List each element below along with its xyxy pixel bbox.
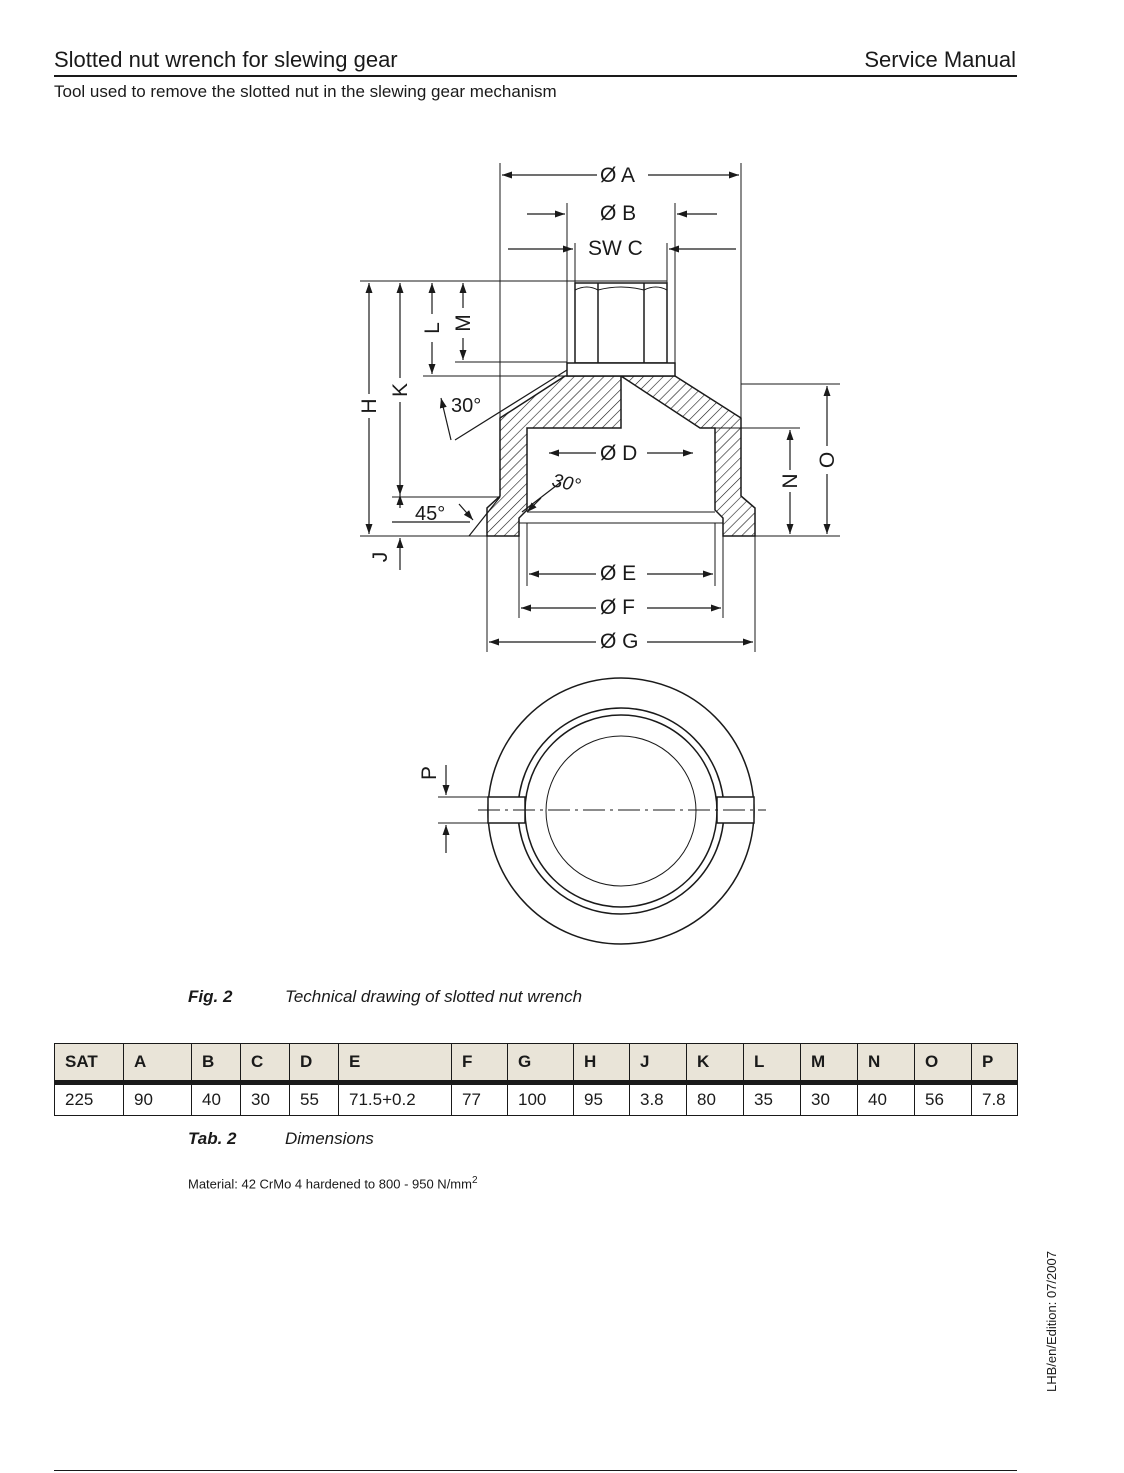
column-header: C bbox=[240, 1043, 290, 1085]
label-dim-J: J bbox=[369, 552, 392, 563]
column-header: L bbox=[743, 1043, 801, 1085]
table-cell: 56 bbox=[914, 1082, 972, 1116]
column-header: B bbox=[191, 1043, 241, 1085]
edition-note: LHB/en/Edition: 07/2007 bbox=[1044, 1251, 1059, 1392]
table-cell: 77 bbox=[451, 1082, 508, 1116]
label-dim-H: H bbox=[358, 398, 381, 413]
column-header: O bbox=[914, 1043, 972, 1085]
column-header: E bbox=[338, 1043, 452, 1085]
label-dim-B: Ø B bbox=[600, 202, 636, 225]
technical-drawing: Ø A Ø B SW C Ø D Ø E Ø F Ø G H K L M J N… bbox=[358, 163, 840, 945]
figure-label: Fig. 2 bbox=[188, 987, 233, 1006]
column-header: H bbox=[573, 1043, 630, 1085]
table-cell: 55 bbox=[289, 1082, 339, 1116]
column-header: A bbox=[123, 1043, 192, 1085]
label-dim-C: SW C bbox=[588, 237, 643, 260]
table-cell: 100 bbox=[507, 1082, 574, 1116]
column-header: SAT bbox=[54, 1043, 124, 1085]
label-dim-N: N bbox=[779, 473, 802, 488]
label-dim-A: Ø A bbox=[600, 164, 635, 187]
column-header: F bbox=[451, 1043, 508, 1085]
inner-bore bbox=[545, 735, 697, 887]
label-dim-M: M bbox=[452, 314, 475, 332]
table-cell: 90 bbox=[123, 1082, 192, 1116]
label-angle-45: 45° bbox=[415, 503, 445, 525]
table-cell: 30 bbox=[800, 1082, 858, 1116]
table-cell: 95 bbox=[573, 1082, 630, 1116]
extension-lines bbox=[360, 163, 840, 652]
table-row: 225 90 40 30 55 71.5+0.2 77 100 95 3.8 8… bbox=[54, 1082, 1018, 1116]
manual-name: Service Manual bbox=[864, 47, 1016, 72]
collar bbox=[566, 362, 676, 377]
dimension-lines bbox=[365, 171, 831, 646]
table-cell: 225 bbox=[54, 1082, 124, 1116]
label-angle-30-inner: 30° bbox=[550, 470, 583, 497]
table-header-row: SAT A B C D E F G H J K L M N O P bbox=[54, 1043, 1018, 1085]
footer-rule bbox=[54, 1470, 1017, 1471]
dimensions-table: SAT A B C D E F G H J K L M N O P 225 90… bbox=[54, 1043, 1018, 1116]
column-header: D bbox=[289, 1043, 339, 1085]
figure-caption: Technical drawing of slotted nut wrench bbox=[285, 987, 583, 1006]
hatched-section-right bbox=[618, 375, 756, 537]
column-header: P bbox=[971, 1043, 1018, 1085]
column-header: M bbox=[800, 1043, 858, 1085]
label-dim-O: O bbox=[816, 452, 839, 468]
label-dim-K: K bbox=[389, 383, 412, 397]
label-angle-30-outer: 30° bbox=[451, 395, 481, 417]
header-rule bbox=[54, 75, 1017, 77]
top-view bbox=[438, 677, 766, 945]
material-superscript: 2 bbox=[471, 1175, 478, 1186]
document-subtitle: Tool used to remove the slotted nut in t… bbox=[54, 82, 557, 101]
label-dim-G: Ø G bbox=[600, 630, 639, 653]
label-dim-P: P bbox=[418, 766, 441, 780]
material-note: Material: 42 CrMo 4 hardened to 800 - 95… bbox=[188, 1175, 478, 1191]
hatched-section-left bbox=[486, 375, 622, 537]
wrench-section bbox=[486, 282, 756, 537]
column-header: G bbox=[507, 1043, 574, 1085]
table-cell: 40 bbox=[857, 1082, 915, 1116]
table-cell: 30 bbox=[240, 1082, 290, 1116]
label-dim-E: Ø E bbox=[600, 562, 636, 585]
hex-drive bbox=[574, 282, 668, 364]
table-label: Tab. 2 bbox=[188, 1129, 237, 1148]
label-dim-D: Ø D bbox=[600, 442, 637, 465]
column-header: K bbox=[686, 1043, 744, 1085]
document-title: Slotted nut wrench for slewing gear bbox=[54, 47, 398, 72]
table-caption: Dimensions bbox=[285, 1129, 374, 1148]
column-header: N bbox=[857, 1043, 915, 1085]
table-cell: 40 bbox=[191, 1082, 241, 1116]
label-dim-F: Ø F bbox=[600, 596, 635, 619]
column-header: J bbox=[629, 1043, 687, 1085]
table-cell: 3.8 bbox=[629, 1082, 687, 1116]
dimension-labels: Ø A Ø B SW C Ø D Ø E Ø F Ø G H K L M J N… bbox=[358, 164, 839, 653]
outer-ring bbox=[487, 677, 755, 945]
table-cell: 35 bbox=[743, 1082, 801, 1116]
table-cell: 80 bbox=[686, 1082, 744, 1116]
table-cell: 7.8 bbox=[971, 1082, 1018, 1116]
label-dim-L: L bbox=[421, 322, 444, 334]
material-text: Material: 42 CrMo 4 hardened to 800 - 95… bbox=[188, 1176, 472, 1192]
table-cell: 71.5+0.2 bbox=[338, 1082, 452, 1116]
